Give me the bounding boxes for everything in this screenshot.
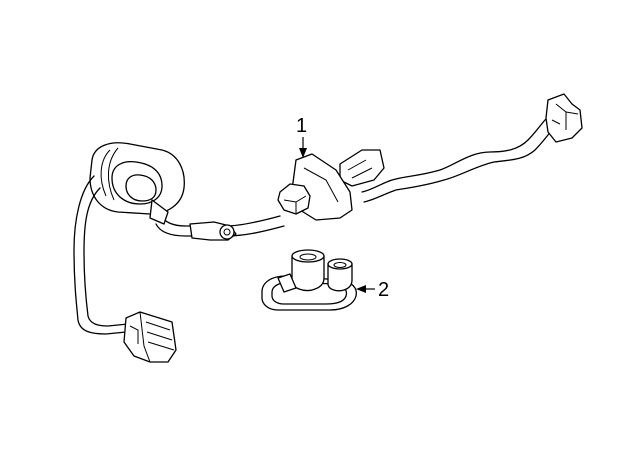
callout-2-label: 2 [378, 279, 389, 301]
callout-1: 1 [296, 115, 307, 158]
bracket-clip [277, 153, 353, 221]
callout-2: 2 [356, 279, 389, 301]
right-connector [545, 93, 583, 143]
callout-1-label: 1 [296, 115, 307, 137]
wiring-harness [73, 93, 583, 363]
callout-2-arrow-icon [356, 285, 366, 293]
callout-1-arrow-icon [299, 148, 307, 158]
bulb-socket [89, 142, 185, 225]
left-connector [123, 311, 177, 363]
cable-boot [339, 149, 385, 187]
harness-tab [189, 221, 237, 241]
lamp-gasket [261, 249, 358, 311]
